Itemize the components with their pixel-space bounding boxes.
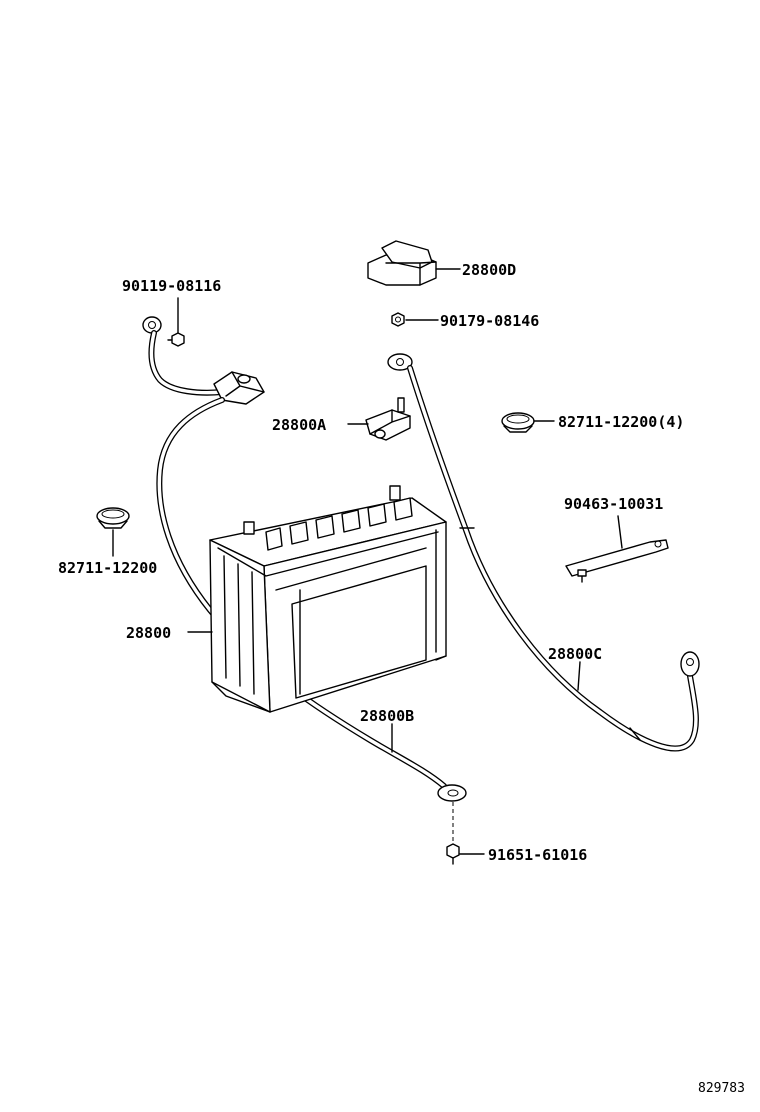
terminal-28800A: [365, 397, 411, 441]
label-28800: 28800: [126, 624, 171, 642]
cable-28800C: [387, 353, 700, 752]
terminal-cover-28800D: [367, 240, 437, 286]
label-82711-4: 82711-12200(4): [558, 413, 684, 431]
label-28800A: 28800A: [272, 416, 326, 434]
label-28800B: 28800B: [360, 707, 414, 725]
battery-28800: [209, 485, 447, 713]
label-28800C: 28800C: [548, 645, 602, 663]
clamp-82711: [96, 507, 130, 529]
label-91651: 91651-61016: [488, 846, 587, 864]
bolt-91651: [446, 843, 460, 865]
label-90463: 90463-10031: [564, 495, 663, 513]
figure-number: 829783: [698, 1081, 745, 1096]
stay-90463: [565, 539, 669, 583]
label-28800D: 28800D: [462, 261, 516, 279]
bolt-90119: [167, 332, 185, 347]
nut-90179: [391, 312, 405, 327]
label-90179: 90179-08146: [440, 312, 539, 330]
label-90119: 90119-08116: [122, 277, 221, 295]
clamp-82711-4: [501, 412, 535, 433]
cable-28800B: [142, 316, 467, 802]
label-82711: 82711-12200: [58, 559, 157, 577]
battery-caps: [265, 497, 413, 551]
